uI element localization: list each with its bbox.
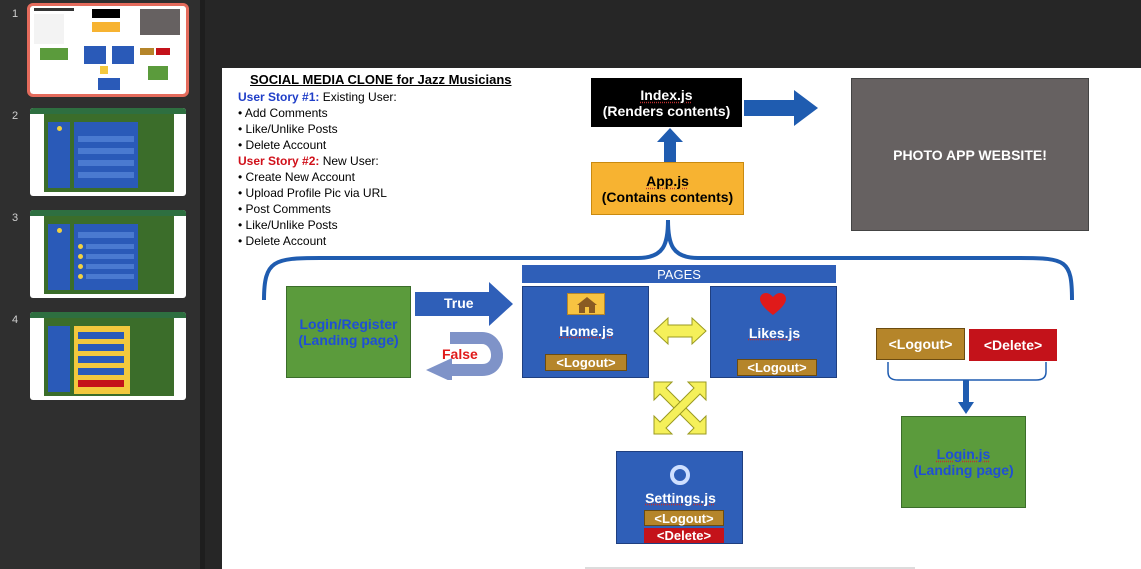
home-js-box[interactable]: Home.js <Logout>: [522, 286, 649, 378]
login-register-title: Login/Register: [299, 316, 398, 332]
list-item: • Post Comments: [238, 202, 331, 216]
index-js-title: Index.js: [640, 86, 693, 103]
arrow-down-icon: [958, 380, 974, 414]
slide-number: 3: [12, 212, 19, 224]
arrow-right-icon: [744, 90, 818, 126]
settings-js-title: Settings.js: [645, 490, 716, 506]
login-js-box[interactable]: Login.js (Landing page): [901, 416, 1026, 508]
photo-app-title: PHOTO APP WEBSITE!: [893, 146, 1047, 163]
slide-editor-stage: SOCIAL MEDIA CLONE for Jazz Musicians Us…: [205, 0, 1141, 569]
false-label: False: [442, 346, 478, 362]
heart-icon: [760, 293, 786, 315]
slide-thumbnail-3[interactable]: [30, 210, 186, 298]
slide-title: SOCIAL MEDIA CLONE for Jazz Musicians: [250, 72, 512, 87]
index-js-subtitle: (Renders contents): [602, 102, 731, 119]
logout-button[interactable]: <Logout>: [545, 354, 627, 371]
list-item: • Delete Account: [238, 138, 327, 152]
settings-js-box[interactable]: Settings.js <Logout> <Delete>: [616, 451, 743, 544]
delete-button[interactable]: <Delete>: [644, 528, 724, 543]
list-item: • Add Comments: [238, 106, 328, 120]
list-item: • Upload Profile Pic via URL: [238, 186, 387, 200]
logout-button[interactable]: <Logout>: [644, 510, 724, 526]
login-js-title: Login.js: [936, 446, 991, 462]
user-story-1: User Story #1: Existing User:: [238, 90, 397, 104]
slide-number: 4: [12, 314, 19, 326]
likes-js-box[interactable]: Likes.js <Logout>: [710, 286, 837, 378]
login-register-subtitle: (Landing page): [298, 332, 399, 348]
arrow-up-icon: [657, 128, 683, 162]
login-js-subtitle: (Landing page): [913, 462, 1014, 478]
list-item: • Create New Account: [238, 170, 355, 184]
user-story-1-label: User Story #1:: [238, 90, 320, 104]
scroll-indicator: [585, 567, 915, 569]
slide-thumbnail-2[interactable]: [30, 108, 186, 196]
home-js-title: Home.js: [559, 323, 614, 339]
slide-number: 1: [12, 8, 19, 20]
current-slide[interactable]: SOCIAL MEDIA CLONE for Jazz Musicians Us…: [222, 68, 1141, 569]
list-item: • Delete Account: [238, 234, 327, 248]
pages-header: PAGES: [522, 265, 836, 283]
house-icon: [567, 293, 605, 315]
login-register-box[interactable]: Login/Register (Landing page): [286, 286, 411, 378]
list-item: • Like/Unlike Posts: [238, 218, 338, 232]
brace-connector: [262, 219, 1074, 301]
delete-button[interactable]: <Delete>: [969, 329, 1057, 361]
list-item: • Like/Unlike Posts: [238, 122, 338, 136]
true-label: True: [444, 295, 474, 311]
slide-thumbnail-1[interactable]: [27, 3, 189, 97]
app-js-box[interactable]: App.js (Contains contents): [591, 162, 744, 215]
logout-button[interactable]: <Logout>: [737, 359, 817, 376]
double-arrow-icon: [653, 316, 707, 346]
user-story-2-label: User Story #2:: [238, 154, 320, 168]
gear-icon: [670, 465, 690, 485]
user-story-2: User Story #2: New User:: [238, 154, 379, 168]
panel-divider[interactable]: [200, 0, 205, 569]
pages-label: PAGES: [657, 266, 701, 282]
photo-app-website-box[interactable]: PHOTO APP WEBSITE!: [851, 78, 1089, 231]
false-curved-arrow-icon: [426, 332, 503, 380]
true-arrow-icon: [415, 282, 513, 326]
user-story-1-text: Existing User:: [319, 90, 397, 104]
slide-number: 2: [12, 110, 19, 122]
slide-thumbnail-panel: 1 2: [0, 0, 200, 569]
app-js-title: App.js: [646, 172, 689, 189]
four-way-arrow-icon: [653, 381, 707, 435]
user-story-2-text: New User:: [319, 154, 379, 168]
index-js-box[interactable]: Index.js (Renders contents): [591, 78, 742, 127]
logout-button[interactable]: <Logout>: [876, 328, 965, 360]
slide-thumbnail-4[interactable]: [30, 312, 186, 400]
app-js-subtitle: (Contains contents): [601, 188, 734, 205]
likes-js-title: Likes.js: [748, 325, 801, 341]
